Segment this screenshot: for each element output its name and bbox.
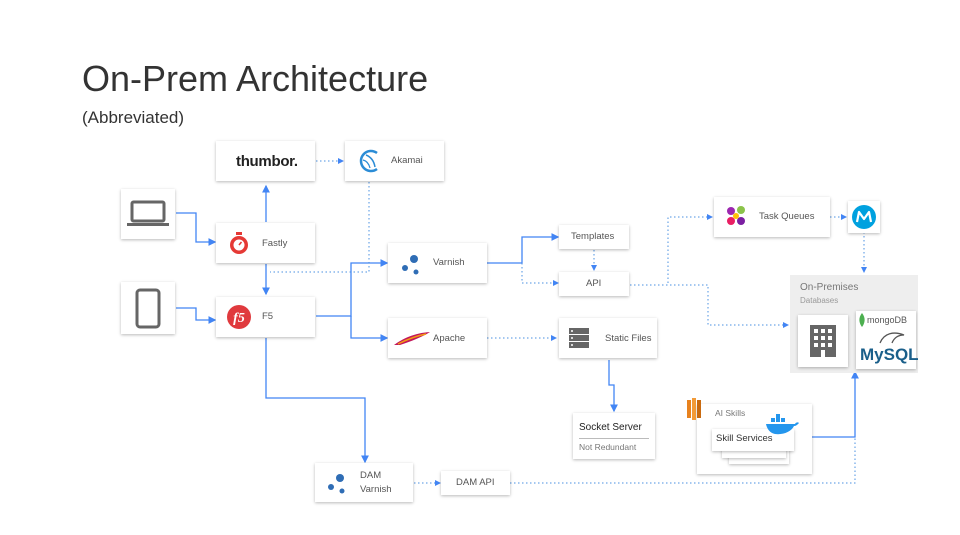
socket-server-node[interactable]: Socket Server Not Redundant (573, 413, 655, 459)
wire-varnish-api (521, 263, 559, 286)
mongodb-label: mongoDB (867, 315, 908, 325)
wire-static-socket (608, 360, 618, 413)
laptop-icon (127, 200, 169, 226)
laptop-client[interactable] (121, 189, 175, 239)
ai-skills-group[interactable]: AI Skills Skill Services (687, 398, 812, 474)
fastly-label: Fastly (262, 238, 288, 249)
f5-node[interactable]: f5 F5 (216, 297, 315, 337)
building-icon (810, 325, 836, 357)
api-label: API (586, 278, 602, 289)
wire-varnish-templates (487, 233, 560, 264)
mongodb-leaf-icon (859, 313, 865, 327)
api-node[interactable]: API (559, 272, 629, 296)
wire-f5-dam-varnish (265, 338, 369, 464)
skill-services-label: Skill Services (716, 433, 773, 444)
on-premises-panel[interactable]: On-Premises Databases mongoDB MySQL (790, 275, 919, 373)
mulesoft-icon (852, 205, 876, 229)
templates-node[interactable]: Templates (559, 225, 629, 249)
task-queues-node[interactable]: Task Queues (714, 197, 830, 237)
apache-feather-icon (394, 332, 430, 345)
databases-tile: mongoDB MySQL (856, 311, 919, 369)
wire-skill-mysql (796, 370, 859, 438)
not-redundant-label: Not Redundant (579, 442, 637, 452)
phone-icon (135, 288, 161, 329)
wire-damapi-onprem (510, 437, 856, 484)
svg-text:f5: f5 (233, 311, 245, 326)
socket-divider (579, 438, 649, 439)
aws-icon (687, 398, 701, 420)
mysql-label: MySQL (860, 345, 919, 364)
task-queues-label: Task Queues (759, 211, 815, 222)
varnish-label: Varnish (433, 257, 465, 268)
varnish-dots-icon (402, 255, 419, 275)
wire-api-taskqueues (630, 214, 713, 286)
static-files-label: Static Files (605, 333, 652, 344)
dam-api-node[interactable]: DAM API (441, 471, 510, 495)
fastly-node[interactable]: Fastly (216, 223, 315, 263)
akamai-label: Akamai (391, 155, 423, 166)
slide-title: On-Prem Architecture (82, 58, 429, 99)
wire-f5-apache (350, 316, 389, 342)
apache-node[interactable]: Apache (388, 318, 487, 358)
slide-subtitle: (Abbreviated) (82, 108, 185, 127)
dam-label: DAM (360, 470, 382, 481)
wire-phone-f5 (176, 307, 217, 324)
static-files-node[interactable]: Static Files (559, 318, 657, 358)
phone-client[interactable] (121, 282, 175, 334)
server-stack-icon (569, 328, 589, 348)
templates-label: Templates (571, 231, 615, 242)
varnish-dots-icon (328, 474, 345, 494)
mysql-dolphin-icon (879, 332, 905, 344)
fastly-stopwatch-icon (230, 232, 248, 254)
building-tile (798, 315, 848, 367)
akamai-node[interactable]: Akamai (345, 141, 444, 181)
mulesoft-node[interactable] (848, 201, 880, 233)
wire-f5-varnish (316, 259, 389, 317)
wire-laptop-fastly (176, 212, 217, 246)
thumbor-node[interactable]: thumbor. (216, 141, 315, 181)
skill-services-node[interactable]: Skill Services (712, 429, 794, 451)
dam-api-label: DAM API (456, 477, 495, 488)
akamai-wave-icon (359, 149, 378, 173)
socket-server-label: Socket Server (579, 422, 642, 433)
on-premises-label: On-Premises (800, 282, 859, 293)
apache-label: Apache (433, 333, 466, 344)
task-queue-icon (727, 206, 745, 225)
databases-label: Databases (800, 296, 839, 305)
f5-label: F5 (262, 311, 274, 322)
wire-akamai-fastly (270, 182, 370, 273)
f5-logo-icon: f5 (227, 305, 251, 329)
thumbor-logo-text: thumbor. (236, 153, 298, 170)
varnish-node[interactable]: Varnish (388, 243, 487, 283)
dam-varnish-node[interactable]: DAM Varnish (315, 463, 413, 502)
dam-varnish-label: Varnish (360, 484, 392, 495)
ai-skills-label: AI Skills (715, 408, 746, 418)
docker-whale-icon (766, 414, 799, 435)
